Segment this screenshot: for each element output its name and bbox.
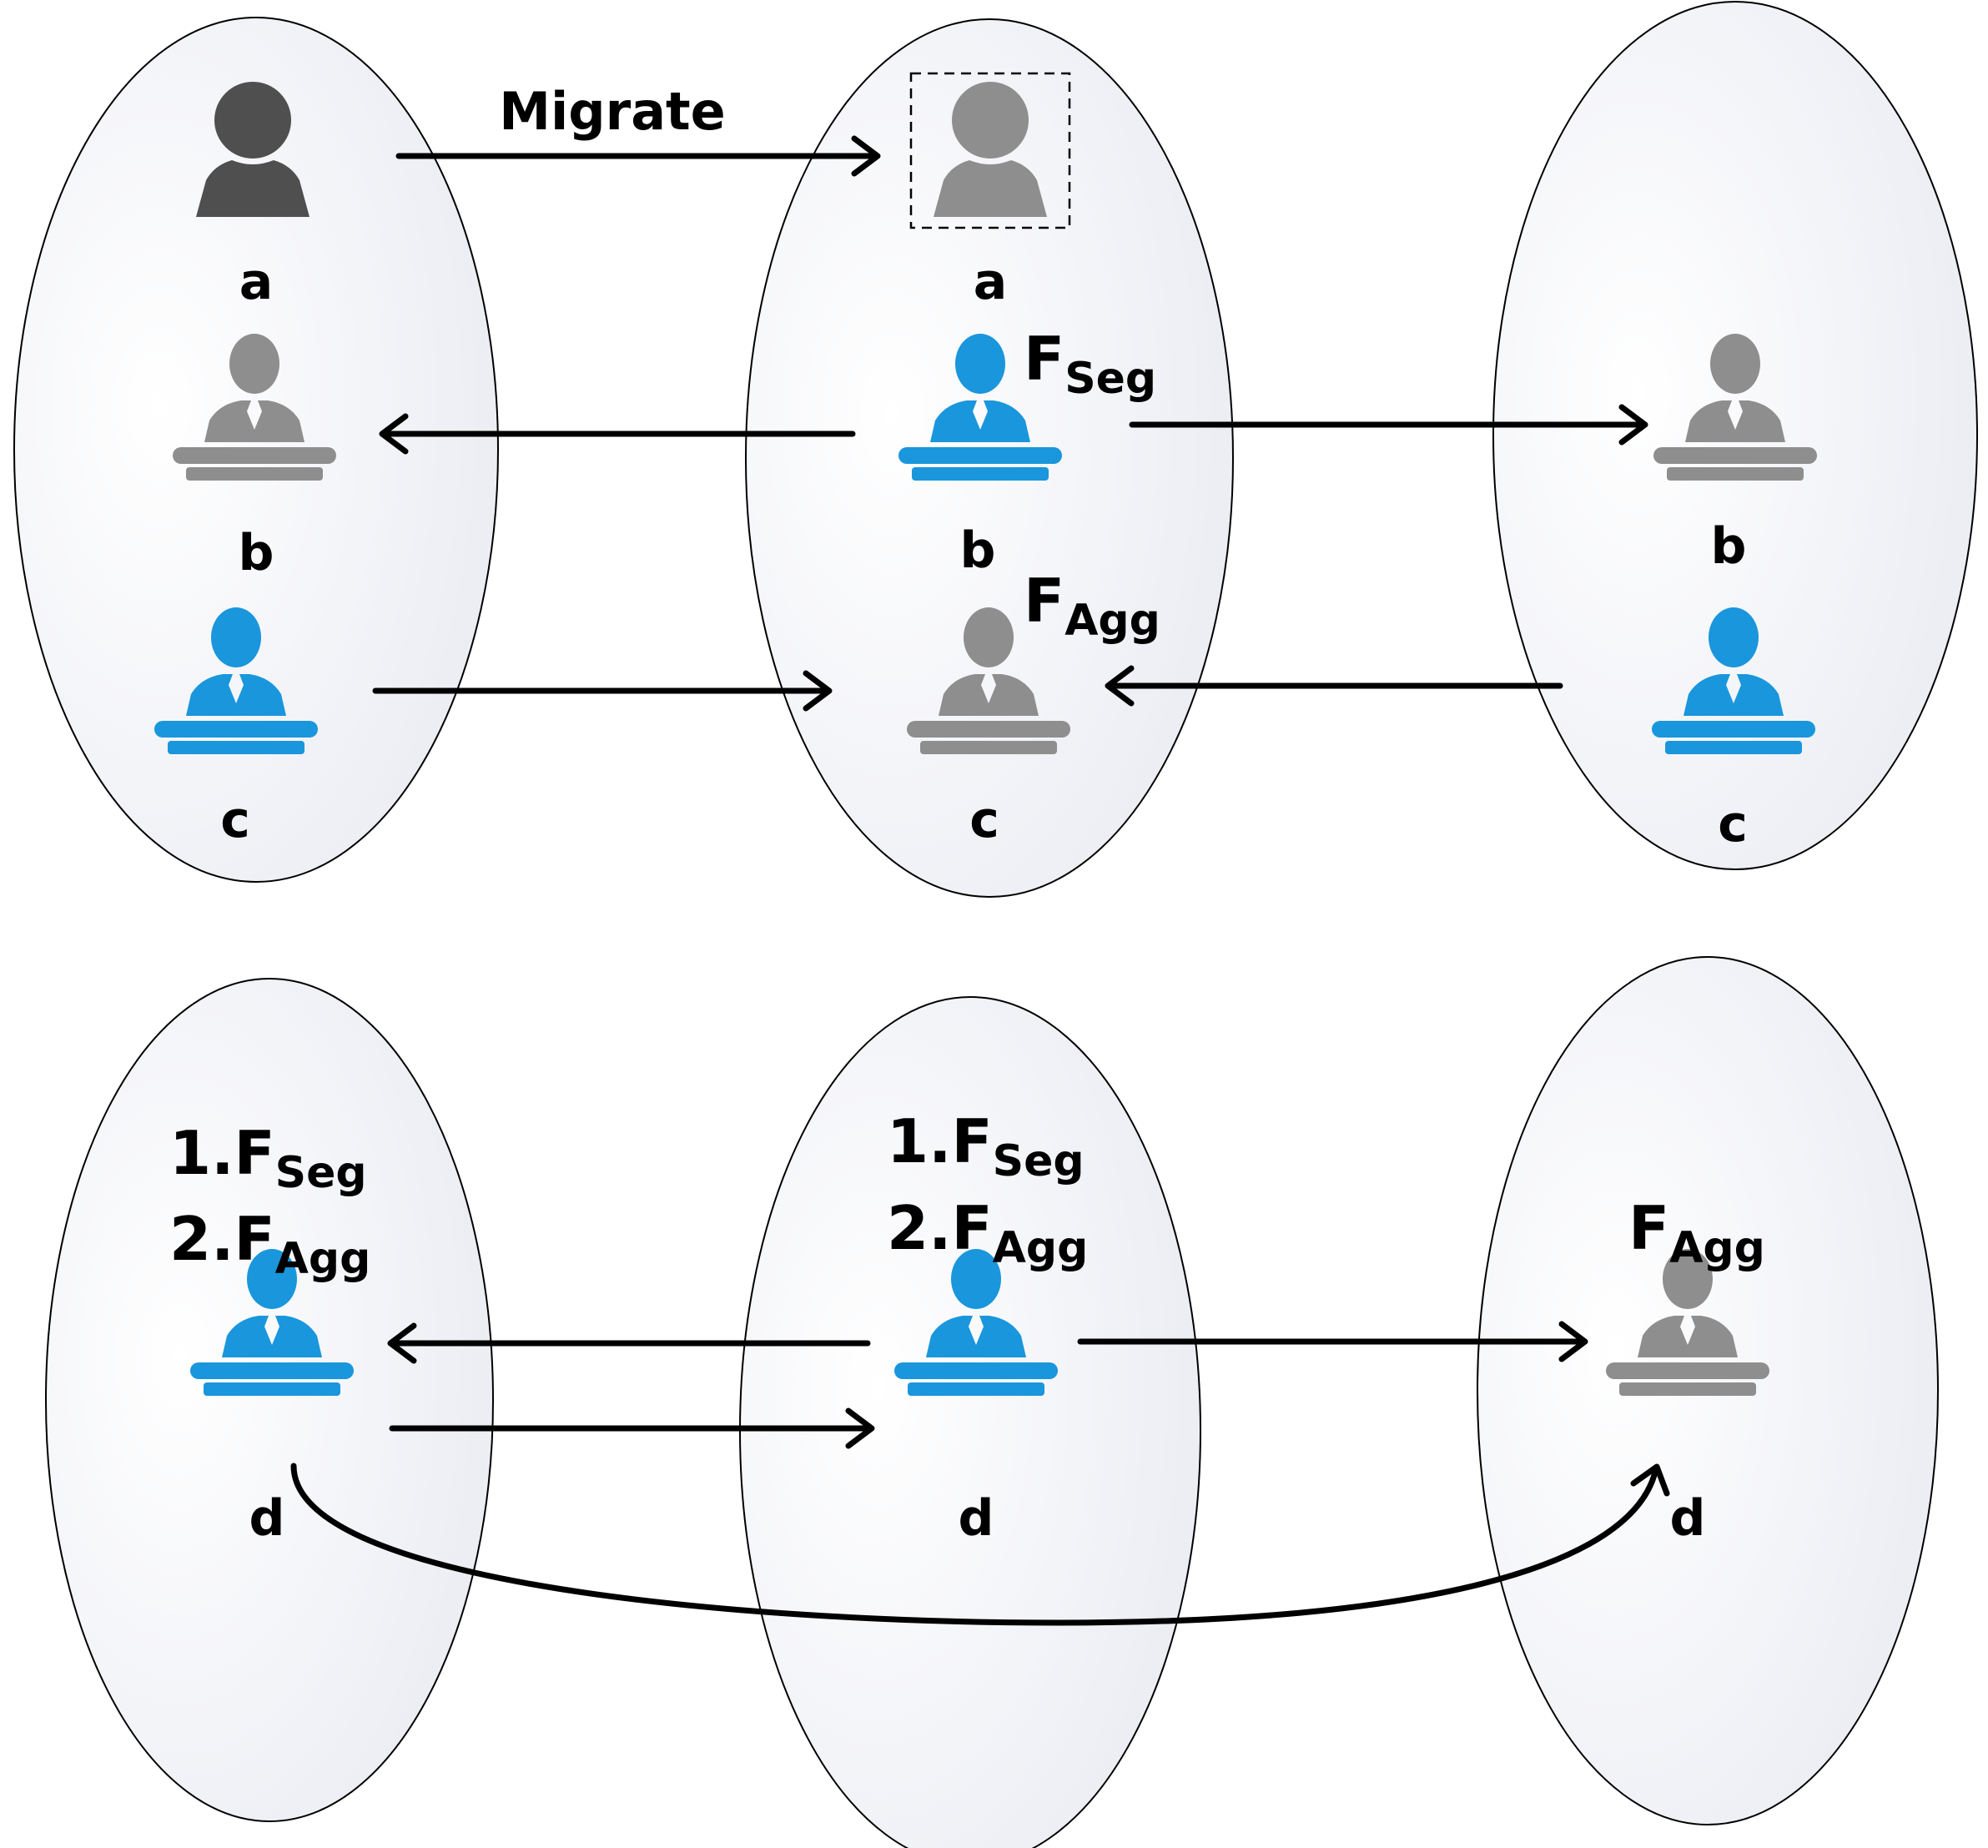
arrow-c1-to-c2	[372, 670, 833, 712]
node-label-a-2: a	[974, 253, 1008, 311]
migrate-arrow	[395, 135, 881, 177]
node-label-b-2: b	[960, 521, 996, 580]
node-label-c-3: c	[1718, 795, 1748, 854]
node-label-d-2: d	[959, 1489, 994, 1548]
region-bottom-left	[45, 978, 494, 1822]
step-label-2-middle: 2.FAgg	[887, 1193, 1088, 1273]
step-label-1-left: 1.FSeg	[169, 1118, 367, 1198]
arrow-b2-to-b1	[379, 413, 856, 455]
f-agg-label: FAgg	[1024, 566, 1160, 646]
step-label-1-middle: 1.FSeg	[887, 1106, 1085, 1186]
arrow-d1-to-d2	[389, 1407, 875, 1449]
arrow-c3-to-c2	[1105, 665, 1563, 707]
f-agg-label-right: FAgg	[1628, 1193, 1765, 1273]
step-label-2-left: 2.FAgg	[169, 1204, 370, 1284]
curved-arrow-d1-to-d3	[290, 1463, 1670, 1626]
arrow-d2-to-d1	[387, 1322, 871, 1364]
node-label-c-2: c	[969, 791, 999, 849]
arrows	[290, 135, 1670, 1626]
arrow-b2-to-b3	[1129, 404, 1648, 446]
node-label-d-3: d	[1670, 1489, 1706, 1548]
labels: Migrate a a b b b c c c FSeg FAgg 1.FSeg…	[169, 81, 1765, 1548]
migrate-label: Migrate	[499, 81, 725, 142]
node-label-a-1: a	[239, 253, 274, 311]
node-label-c-1: c	[220, 791, 250, 849]
f-seg-label: FSeg	[1024, 324, 1156, 404]
arrow-d2-to-d3	[1077, 1321, 1588, 1362]
migration-target-box	[909, 72, 1071, 229]
node-label-b-1: b	[239, 524, 274, 582]
node-label-d-1: d	[249, 1489, 285, 1548]
node-label-b-3: b	[1711, 517, 1747, 576]
